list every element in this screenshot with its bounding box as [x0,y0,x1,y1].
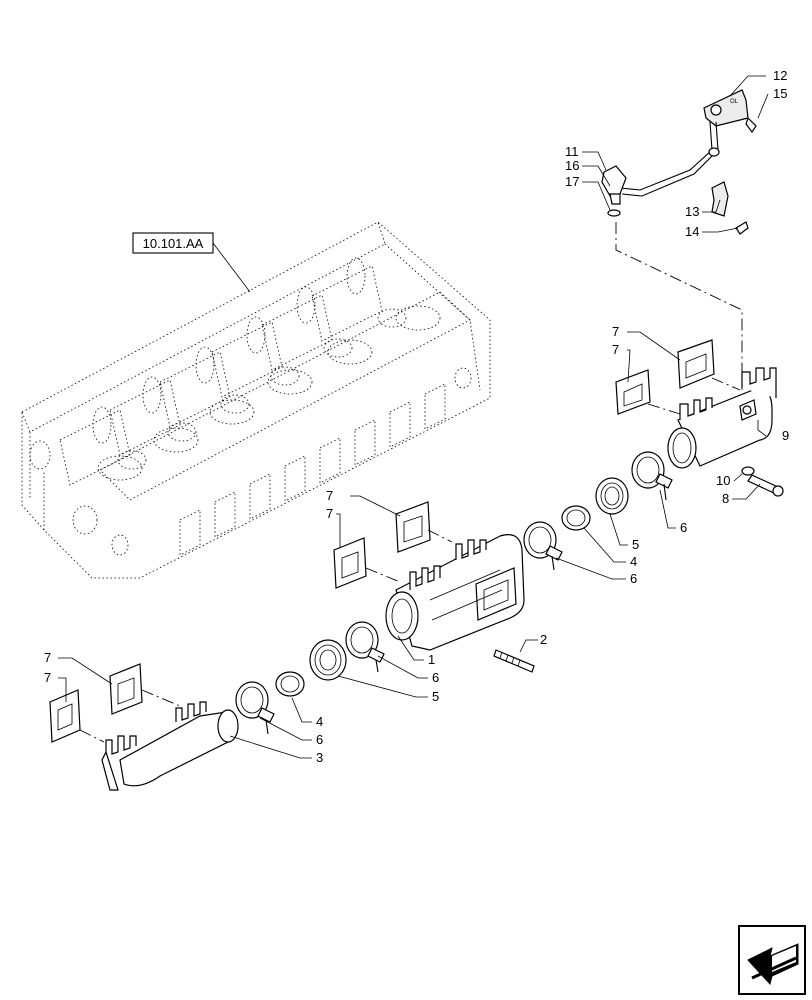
callout-17: 17 [565,174,579,189]
hose-clamps-right [523,451,673,571]
pipe-assembly: OL [601,89,757,235]
hose-clamps-center [235,621,385,735]
gaskets-right [615,339,741,415]
bolt-and-washer [741,466,784,497]
reference-box[interactable]: 10.101.AA [132,232,251,293]
callout-11: 11 [565,144,579,159]
assembly-centerline [615,222,743,390]
callout-6: 6 [432,670,439,685]
callout-7: 7 [326,506,333,521]
manifold-section-right [667,367,777,469]
callout-9: 9 [782,428,789,443]
callout-16: 16 [565,158,579,173]
callout-6: 6 [316,732,323,747]
callout-1: 1 [428,652,435,667]
callout-3: 3 [316,750,323,765]
callout-15: 15 [773,86,787,101]
reference-box-label: 10.101.AA [143,236,204,251]
gaskets-left [49,663,181,743]
stud-bolt [493,649,535,673]
callout-5: 5 [632,537,639,552]
callout-13: 13 [685,204,699,219]
callout-7: 7 [612,342,619,357]
gaskets-center [333,501,453,589]
callout-4: 4 [630,554,637,569]
elbow-section-left [101,701,239,791]
callout-10: 10 [716,473,730,488]
callout-6: 6 [630,571,637,586]
callout-4: 4 [316,714,323,729]
center-housing [385,534,525,651]
cylinder-head [21,221,491,579]
callout-7: 7 [44,670,51,685]
callout-5: 5 [432,689,439,704]
leader-lines [58,75,769,759]
callout-labels: 12 15 11 16 17 13 14 7 7 9 10 8 7 7 6 5 … [44,68,789,765]
callout-14: 14 [685,224,699,239]
callout-12: 12 [773,68,787,83]
callout-7: 7 [326,488,333,503]
callout-2: 2 [540,632,547,647]
callout-7: 7 [44,650,51,665]
callout-8: 8 [722,491,729,506]
svg-text:OL: OL [730,99,739,105]
callout-6: 6 [680,520,687,535]
next-page-arrow-icon[interactable] [738,925,806,995]
callout-7: 7 [612,324,619,339]
